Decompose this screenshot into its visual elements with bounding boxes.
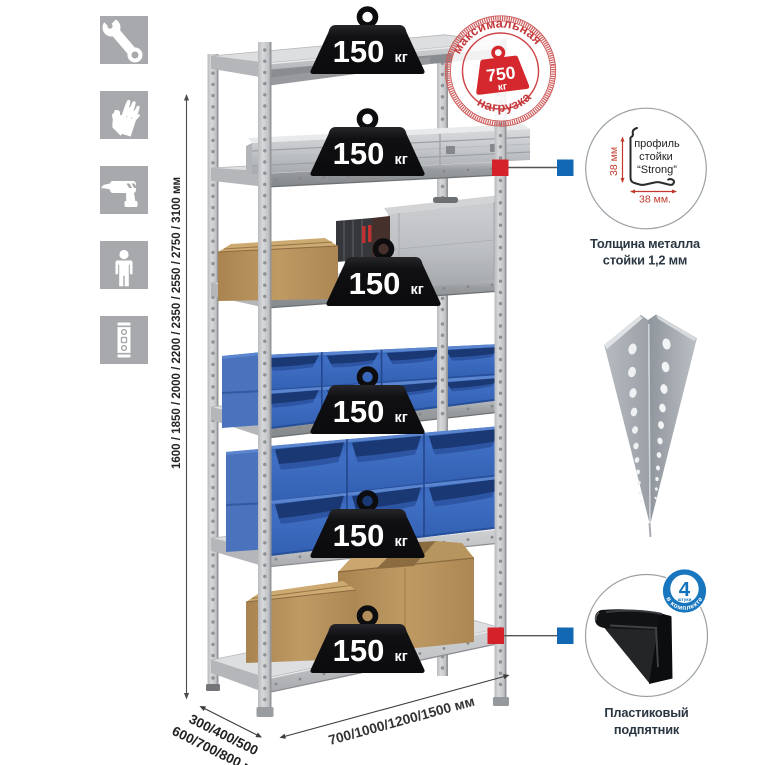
svg-text:кг: кг	[395, 50, 408, 66]
svg-text:“Strong”: “Strong”	[637, 164, 677, 176]
svg-text:1600 / 1850 / 2000 / 2200 / 23: 1600 / 1850 / 2000 / 2200 / 2350 / 2550 …	[171, 177, 183, 469]
svg-text:150: 150	[333, 34, 385, 69]
svg-text:кг: кг	[497, 81, 507, 93]
svg-text:150: 150	[333, 518, 385, 553]
svg-text:750: 750	[485, 62, 517, 85]
svg-text:кг: кг	[395, 152, 408, 168]
svg-text:38 мм: 38 мм	[608, 147, 620, 176]
svg-text:Пластиковый: Пластиковый	[604, 705, 688, 720]
svg-text:кг: кг	[395, 649, 408, 665]
svg-text:38 мм.: 38 мм.	[639, 194, 671, 206]
svg-text:кг: кг	[395, 410, 408, 426]
svg-text:штуки: штуки	[678, 597, 692, 602]
svg-text:150: 150	[349, 266, 401, 301]
svg-text:кг: кг	[395, 534, 408, 550]
svg-text:стойки: стойки	[639, 151, 673, 163]
svg-text:150: 150	[333, 633, 385, 668]
svg-text:кг: кг	[411, 282, 424, 298]
svg-text:профиль: профиль	[634, 138, 680, 150]
svg-text:150: 150	[333, 136, 385, 171]
svg-text:стойки 1,2 мм: стойки 1,2 мм	[603, 253, 687, 268]
svg-text:4: 4	[679, 578, 691, 601]
svg-text:Толщина металла: Толщина металла	[590, 236, 701, 251]
svg-text:подпятник: подпятник	[614, 722, 680, 737]
svg-text:150: 150	[333, 394, 385, 429]
